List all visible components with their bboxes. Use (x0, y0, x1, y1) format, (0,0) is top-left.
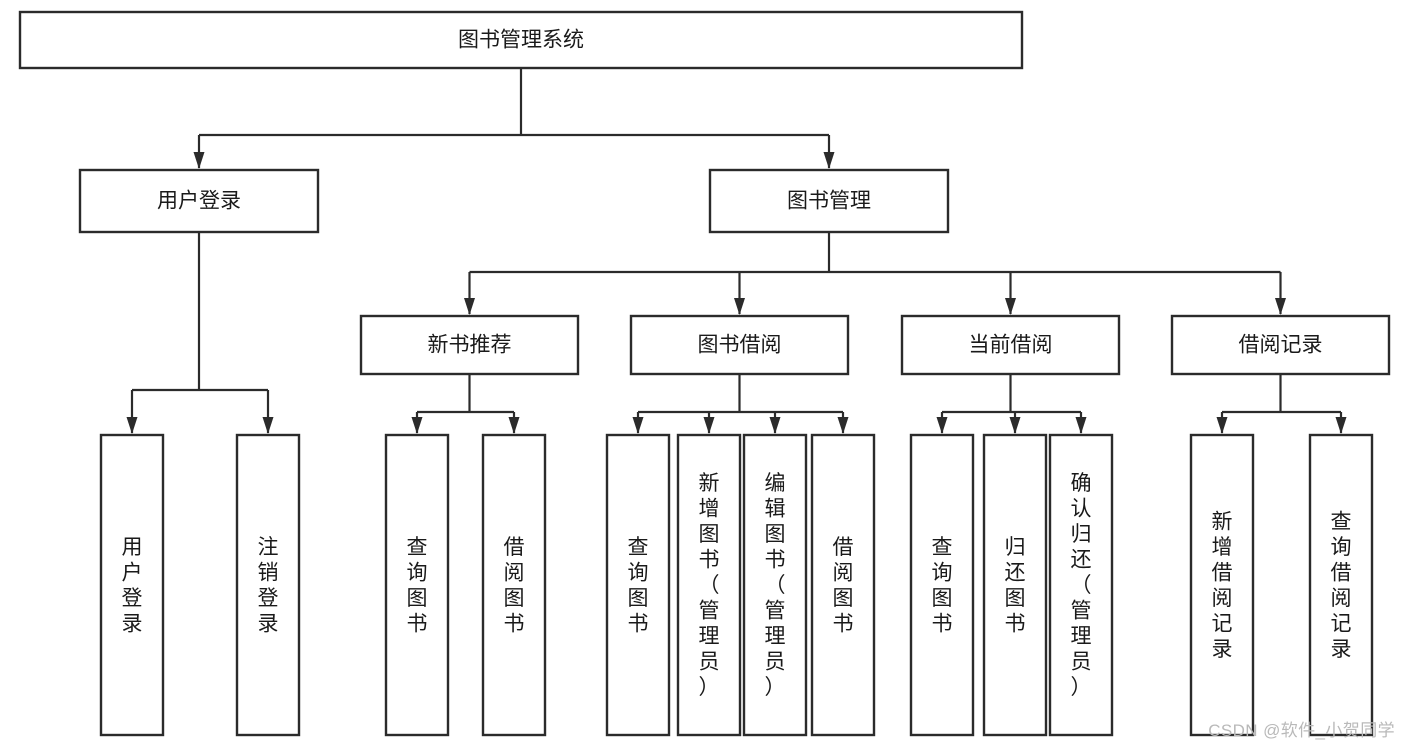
node-user-login-box[interactable] (78, 168, 320, 234)
node-leaf-user-login[interactable]: 用户登录 (99, 433, 165, 737)
node-leaf-edit-book-box[interactable] (742, 433, 808, 737)
book-borrow-to-leaf-borrow-book-b-arrowhead-icon (837, 417, 849, 434)
node-leaf-logout-label: 注销登录 (258, 536, 279, 636)
node-leaf-user-login-box[interactable] (99, 433, 165, 737)
node-leaf-return-book-box[interactable] (982, 433, 1048, 737)
node-leaf-query-book-a-box[interactable] (384, 433, 450, 737)
connector-layer (126, 68, 1347, 434)
node-leaf-query-record-label: 查询借阅记录 (1331, 510, 1352, 661)
node-leaf-logout-box[interactable] (235, 433, 301, 737)
node-borrow-record[interactable]: 借阅记录 (1170, 314, 1391, 376)
borrow-record-to-leaf-add-record-arrowhead-icon (1216, 417, 1228, 434)
node-book-borrow-label: 图书借阅 (698, 334, 782, 357)
node-leaf-logout[interactable]: 注销登录 (235, 433, 301, 737)
node-book-manage-label: 图书管理 (787, 190, 871, 213)
node-leaf-query-book-c-label: 查询图书 (932, 536, 953, 636)
node-user-login-label: 用户登录 (157, 190, 241, 213)
node-leaf-confirm-return-box[interactable] (1048, 433, 1114, 737)
node-leaf-borrow-book-b-label: 借阅图书 (833, 536, 854, 636)
root-to-book-manage-arrowhead-icon (823, 152, 835, 169)
node-leaf-user-login-label: 用户登录 (122, 536, 143, 636)
node-leaf-edit-book-label: 编辑图书（管理员） (765, 472, 786, 699)
node-leaf-query-book-b[interactable]: 查询图书 (605, 433, 671, 737)
bm-to-borrow-record-arrowhead-icon (1275, 298, 1286, 315)
node-leaf-add-book[interactable]: 新增图书（管理员） (676, 433, 742, 737)
node-leaf-add-book-box[interactable] (676, 433, 742, 737)
node-new-book-rec-box[interactable] (359, 314, 580, 376)
node-leaf-add-record-label: 新增借阅记录 (1212, 510, 1233, 661)
bm-to-book-borrow-arrowhead-icon (734, 298, 745, 315)
current-borrow-to-leaf-confirm-return-arrowhead-icon (1075, 417, 1087, 434)
node-leaf-query-book-c[interactable]: 查询图书 (909, 433, 975, 737)
node-leaf-add-record[interactable]: 新增借阅记录 (1189, 433, 1255, 737)
node-current-borrow-label: 当前借阅 (969, 334, 1053, 357)
node-leaf-borrow-book-a-box[interactable] (481, 433, 547, 737)
node-leaf-confirm-return[interactable]: 确认归还（管理员） (1048, 433, 1114, 737)
node-leaf-borrow-book-b[interactable]: 借阅图书 (810, 433, 876, 737)
node-book-manage-box[interactable] (708, 168, 950, 234)
node-new-book-rec-label: 新书推荐 (428, 334, 512, 357)
node-book-manage[interactable]: 图书管理 (708, 168, 950, 234)
node-book-borrow-box[interactable] (629, 314, 850, 376)
node-leaf-query-record[interactable]: 查询借阅记录 (1308, 433, 1374, 737)
node-leaf-add-book-label: 新增图书（管理员） (699, 472, 720, 699)
node-leaf-borrow-book-a[interactable]: 借阅图书 (481, 433, 547, 737)
book-borrow-to-leaf-query-book-b-arrowhead-icon (632, 417, 644, 434)
root-to-user-login-arrowhead-icon (193, 152, 205, 169)
bm-to-new-book-rec-arrowhead-icon (464, 298, 475, 315)
node-book-borrow[interactable]: 图书借阅 (629, 314, 850, 376)
node-borrow-record-box[interactable] (1170, 314, 1391, 376)
book-borrow-to-leaf-add-book-arrowhead-icon (703, 417, 715, 434)
node-new-book-rec[interactable]: 新书推荐 (359, 314, 580, 376)
node-leaf-query-book-a-label: 查询图书 (407, 536, 428, 636)
node-leaf-query-book-b-box[interactable] (605, 433, 671, 737)
node-leaf-confirm-return-label: 确认归还（管理员） (1071, 472, 1092, 699)
current-borrow-to-leaf-return-book-arrowhead-icon (1009, 417, 1021, 434)
node-leaf-query-book-c-box[interactable] (909, 433, 975, 737)
node-leaf-query-record-box[interactable] (1308, 433, 1374, 737)
borrow-record-to-leaf-query-record-arrowhead-icon (1335, 417, 1347, 434)
new-book-rec-to-leaf-borrow-book-a-arrowhead-icon (508, 417, 520, 434)
user-login-to-leaf-logout-arrowhead-icon (262, 417, 274, 434)
node-leaf-query-book-b-label: 查询图书 (628, 536, 649, 636)
new-book-rec-to-leaf-query-book-a-arrowhead-icon (411, 417, 423, 434)
node-root-system-box[interactable] (18, 10, 1024, 70)
node-leaf-add-record-box[interactable] (1189, 433, 1255, 737)
current-borrow-to-leaf-query-book-c-arrowhead-icon (936, 417, 948, 434)
bm-to-current-borrow-arrowhead-icon (1005, 298, 1016, 315)
node-leaf-return-book[interactable]: 归还图书 (982, 433, 1048, 737)
node-leaf-query-book-a[interactable]: 查询图书 (384, 433, 450, 737)
node-current-borrow[interactable]: 当前借阅 (900, 314, 1121, 376)
node-leaf-borrow-book-a-label: 借阅图书 (504, 536, 525, 636)
book-borrow-to-leaf-edit-book-arrowhead-icon (769, 417, 781, 434)
node-leaf-edit-book[interactable]: 编辑图书（管理员） (742, 433, 808, 737)
node-user-login[interactable]: 用户登录 (78, 168, 320, 234)
node-leaf-return-book-label: 归还图书 (1005, 536, 1026, 636)
node-root-system[interactable]: 图书管理系统 (18, 10, 1024, 70)
node-root-system-label: 图书管理系统 (458, 29, 584, 52)
node-layer: 图书管理系统用户登录图书管理新书推荐图书借阅当前借阅借阅记录用户登录注销登录查询… (18, 10, 1391, 737)
node-borrow-record-label: 借阅记录 (1239, 334, 1323, 357)
user-login-to-leaf-user-login-arrowhead-icon (126, 417, 138, 434)
watermark-text: CSDN @软件_小贺同学 (1208, 721, 1395, 740)
node-current-borrow-box[interactable] (900, 314, 1121, 376)
node-leaf-borrow-book-b-box[interactable] (810, 433, 876, 737)
